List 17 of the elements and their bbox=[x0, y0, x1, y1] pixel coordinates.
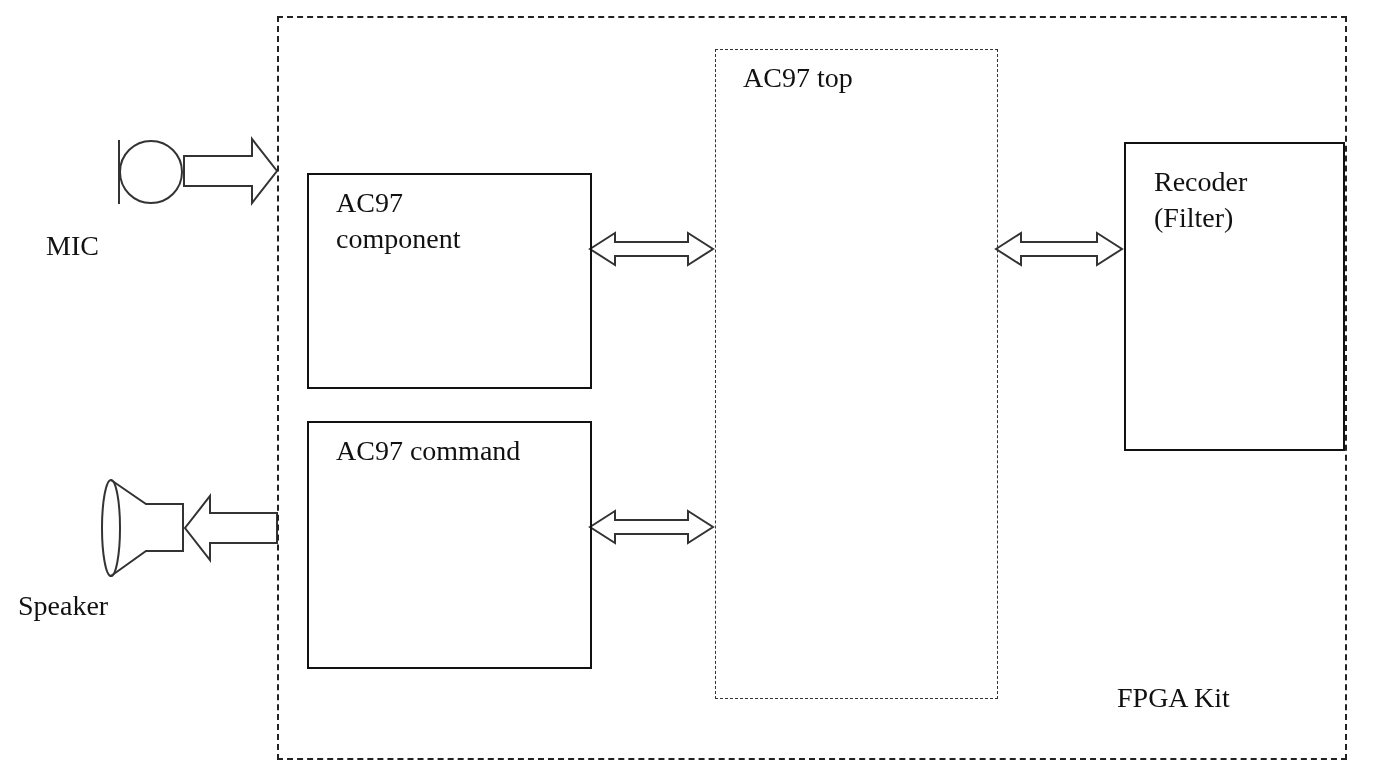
block-arrow bbox=[183, 493, 278, 563]
block-arrow bbox=[588, 231, 715, 267]
block-arrow bbox=[994, 231, 1124, 267]
device-caption: MIC bbox=[46, 230, 99, 262]
block-arrow bbox=[588, 509, 715, 545]
module-label: AC97 command bbox=[336, 434, 522, 468]
module-box bbox=[1124, 142, 1345, 451]
block-arrow bbox=[183, 136, 279, 206]
board-region bbox=[277, 16, 1347, 760]
device-caption: Speaker bbox=[18, 590, 109, 622]
module-label: Recoder (Filter) bbox=[1154, 165, 1249, 235]
module-box bbox=[307, 173, 592, 389]
region-label: FPGA Kit bbox=[1117, 681, 1231, 715]
module-label: AC97 top bbox=[743, 61, 854, 95]
module-label: AC97 component bbox=[336, 186, 462, 256]
module-box bbox=[307, 421, 592, 669]
module-region bbox=[715, 49, 998, 699]
